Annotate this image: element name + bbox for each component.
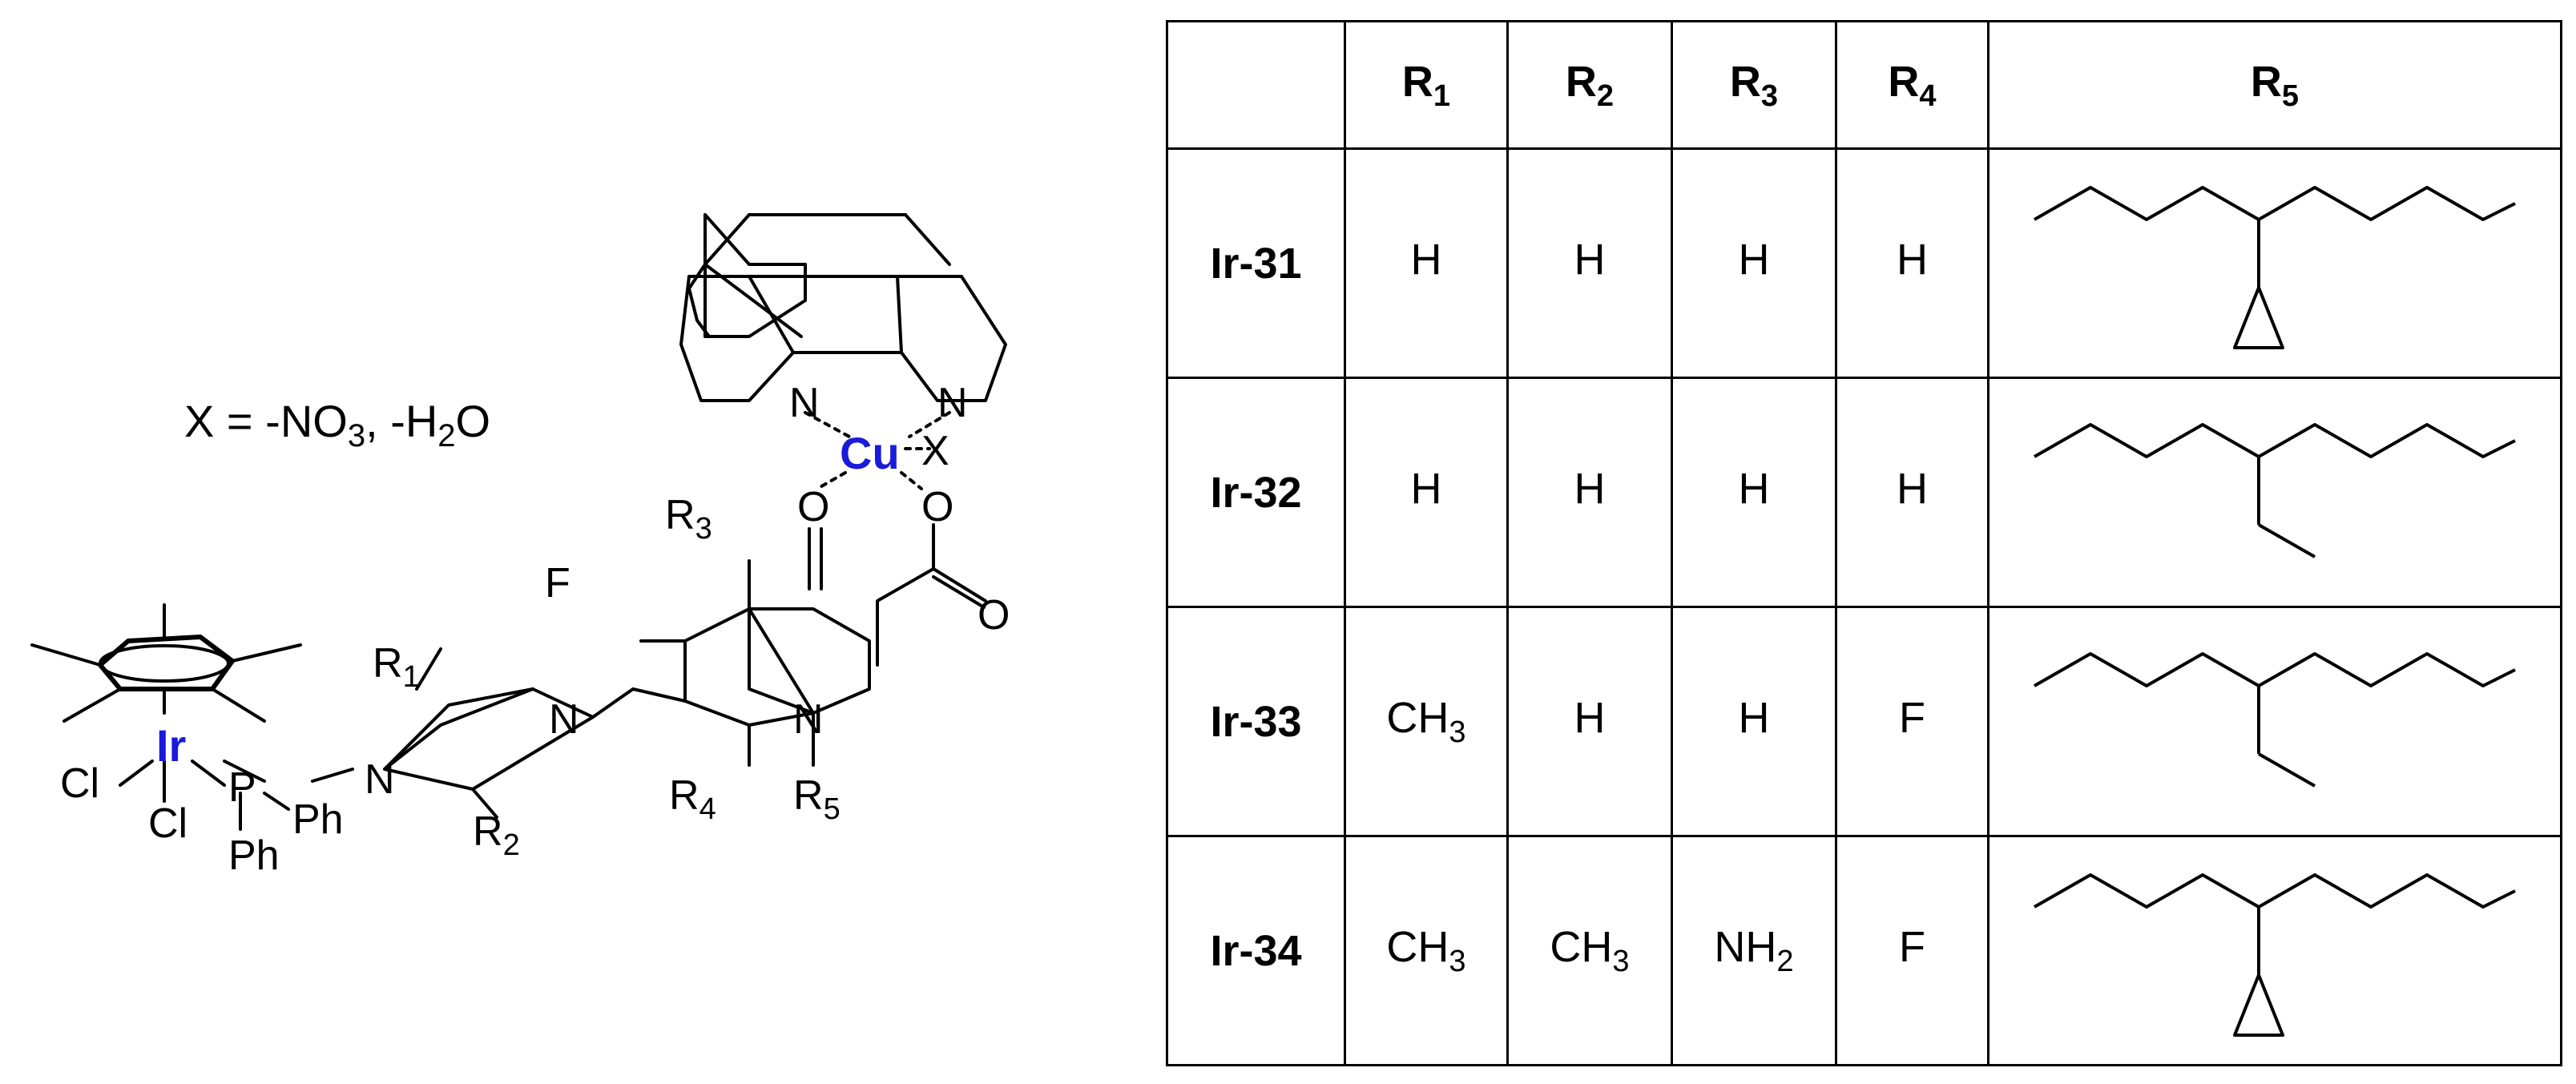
table-row: Ir-32 H H H H xyxy=(1166,377,2562,608)
n-label-left: N xyxy=(789,380,820,426)
r1-label: R1 xyxy=(373,640,420,694)
cell-r2: H xyxy=(1506,606,1673,837)
f-label: F xyxy=(545,560,570,606)
cl-label-1: Cl xyxy=(60,760,99,807)
cell-r1: H xyxy=(1344,377,1509,608)
cell-r5-cyclopropyl-structure xyxy=(1987,147,2562,379)
compound-name: Ir-34 xyxy=(1166,835,1346,1066)
o-label-ketone: O xyxy=(797,484,829,530)
o-label-carboxyl: O xyxy=(921,484,953,530)
p-label: P xyxy=(228,764,256,811)
cell-r4: H xyxy=(1835,147,1989,379)
r4-label: R4 xyxy=(669,772,716,826)
chemical-structure: X = -NO3, -H2O Cu X N N O O O F N N N P … xyxy=(30,213,1010,879)
cell-r4: F xyxy=(1835,606,1989,837)
compound-name: Ir-32 xyxy=(1166,377,1346,608)
r3-label: R3 xyxy=(665,492,712,546)
header-r2: R2 xyxy=(1506,20,1673,150)
n-label-piperazine-1: N xyxy=(549,696,579,743)
cell-r3: H xyxy=(1671,606,1837,837)
cu-label: Cu xyxy=(840,428,900,478)
cell-r3: H xyxy=(1671,377,1837,608)
compound-name: Ir-31 xyxy=(1166,147,1346,379)
cell-r2: H xyxy=(1506,377,1673,608)
header-r5: R5 xyxy=(1987,20,2562,150)
ph-label-1: Ph xyxy=(292,796,344,843)
cell-r2: CH3 xyxy=(1506,835,1673,1066)
cell-r4: F xyxy=(1835,835,1989,1066)
table-row: Ir-34 CH3 CH3 NH2 F xyxy=(1166,835,2562,1066)
header-r1: R1 xyxy=(1344,20,1509,150)
table-row: Ir-33 CH3 H H F xyxy=(1166,606,2562,837)
cell-r2: H xyxy=(1506,147,1673,379)
cell-r5-ethyl-structure xyxy=(1987,606,2562,837)
compound-name: Ir-33 xyxy=(1166,606,1346,837)
cell-r1: CH3 xyxy=(1344,606,1509,837)
header-r3: R3 xyxy=(1671,20,1837,150)
header-r4: R4 xyxy=(1835,20,1989,150)
cell-r3: NH2 xyxy=(1671,835,1837,1066)
cell-r5-cyclopropyl-structure xyxy=(1987,835,2562,1066)
r2-label: R2 xyxy=(473,808,520,862)
table-header-row: R1 R2 R3 R4 R5 xyxy=(1166,20,2562,150)
cell-r1: CH3 xyxy=(1344,835,1509,1066)
n-label-right: N xyxy=(937,380,968,426)
cell-r4: H xyxy=(1835,377,1989,608)
substituent-table: R1 R2 R3 R4 R5 Ir-31 H H H H Ir-32 xyxy=(1166,20,2562,1066)
n-label-quinolone: N xyxy=(793,696,824,743)
cl-label-2: Cl xyxy=(148,800,187,847)
cell-r1: H xyxy=(1344,147,1509,379)
header-empty xyxy=(1166,20,1346,150)
x-definition: X = -NO3, -H2O xyxy=(184,396,490,453)
ph-label-2: Ph xyxy=(228,832,280,879)
ir-label: Ir xyxy=(156,720,186,771)
cell-r5-ethyl-structure xyxy=(1987,377,2562,608)
r5-label: R5 xyxy=(793,772,841,826)
x-ligand-label: X xyxy=(921,428,949,474)
cell-r3: H xyxy=(1671,147,1837,379)
table-row: Ir-31 H H H H xyxy=(1166,147,2562,379)
n-label-piperazine-2: N xyxy=(365,756,395,803)
o-label-carbonyl: O xyxy=(978,592,1010,639)
